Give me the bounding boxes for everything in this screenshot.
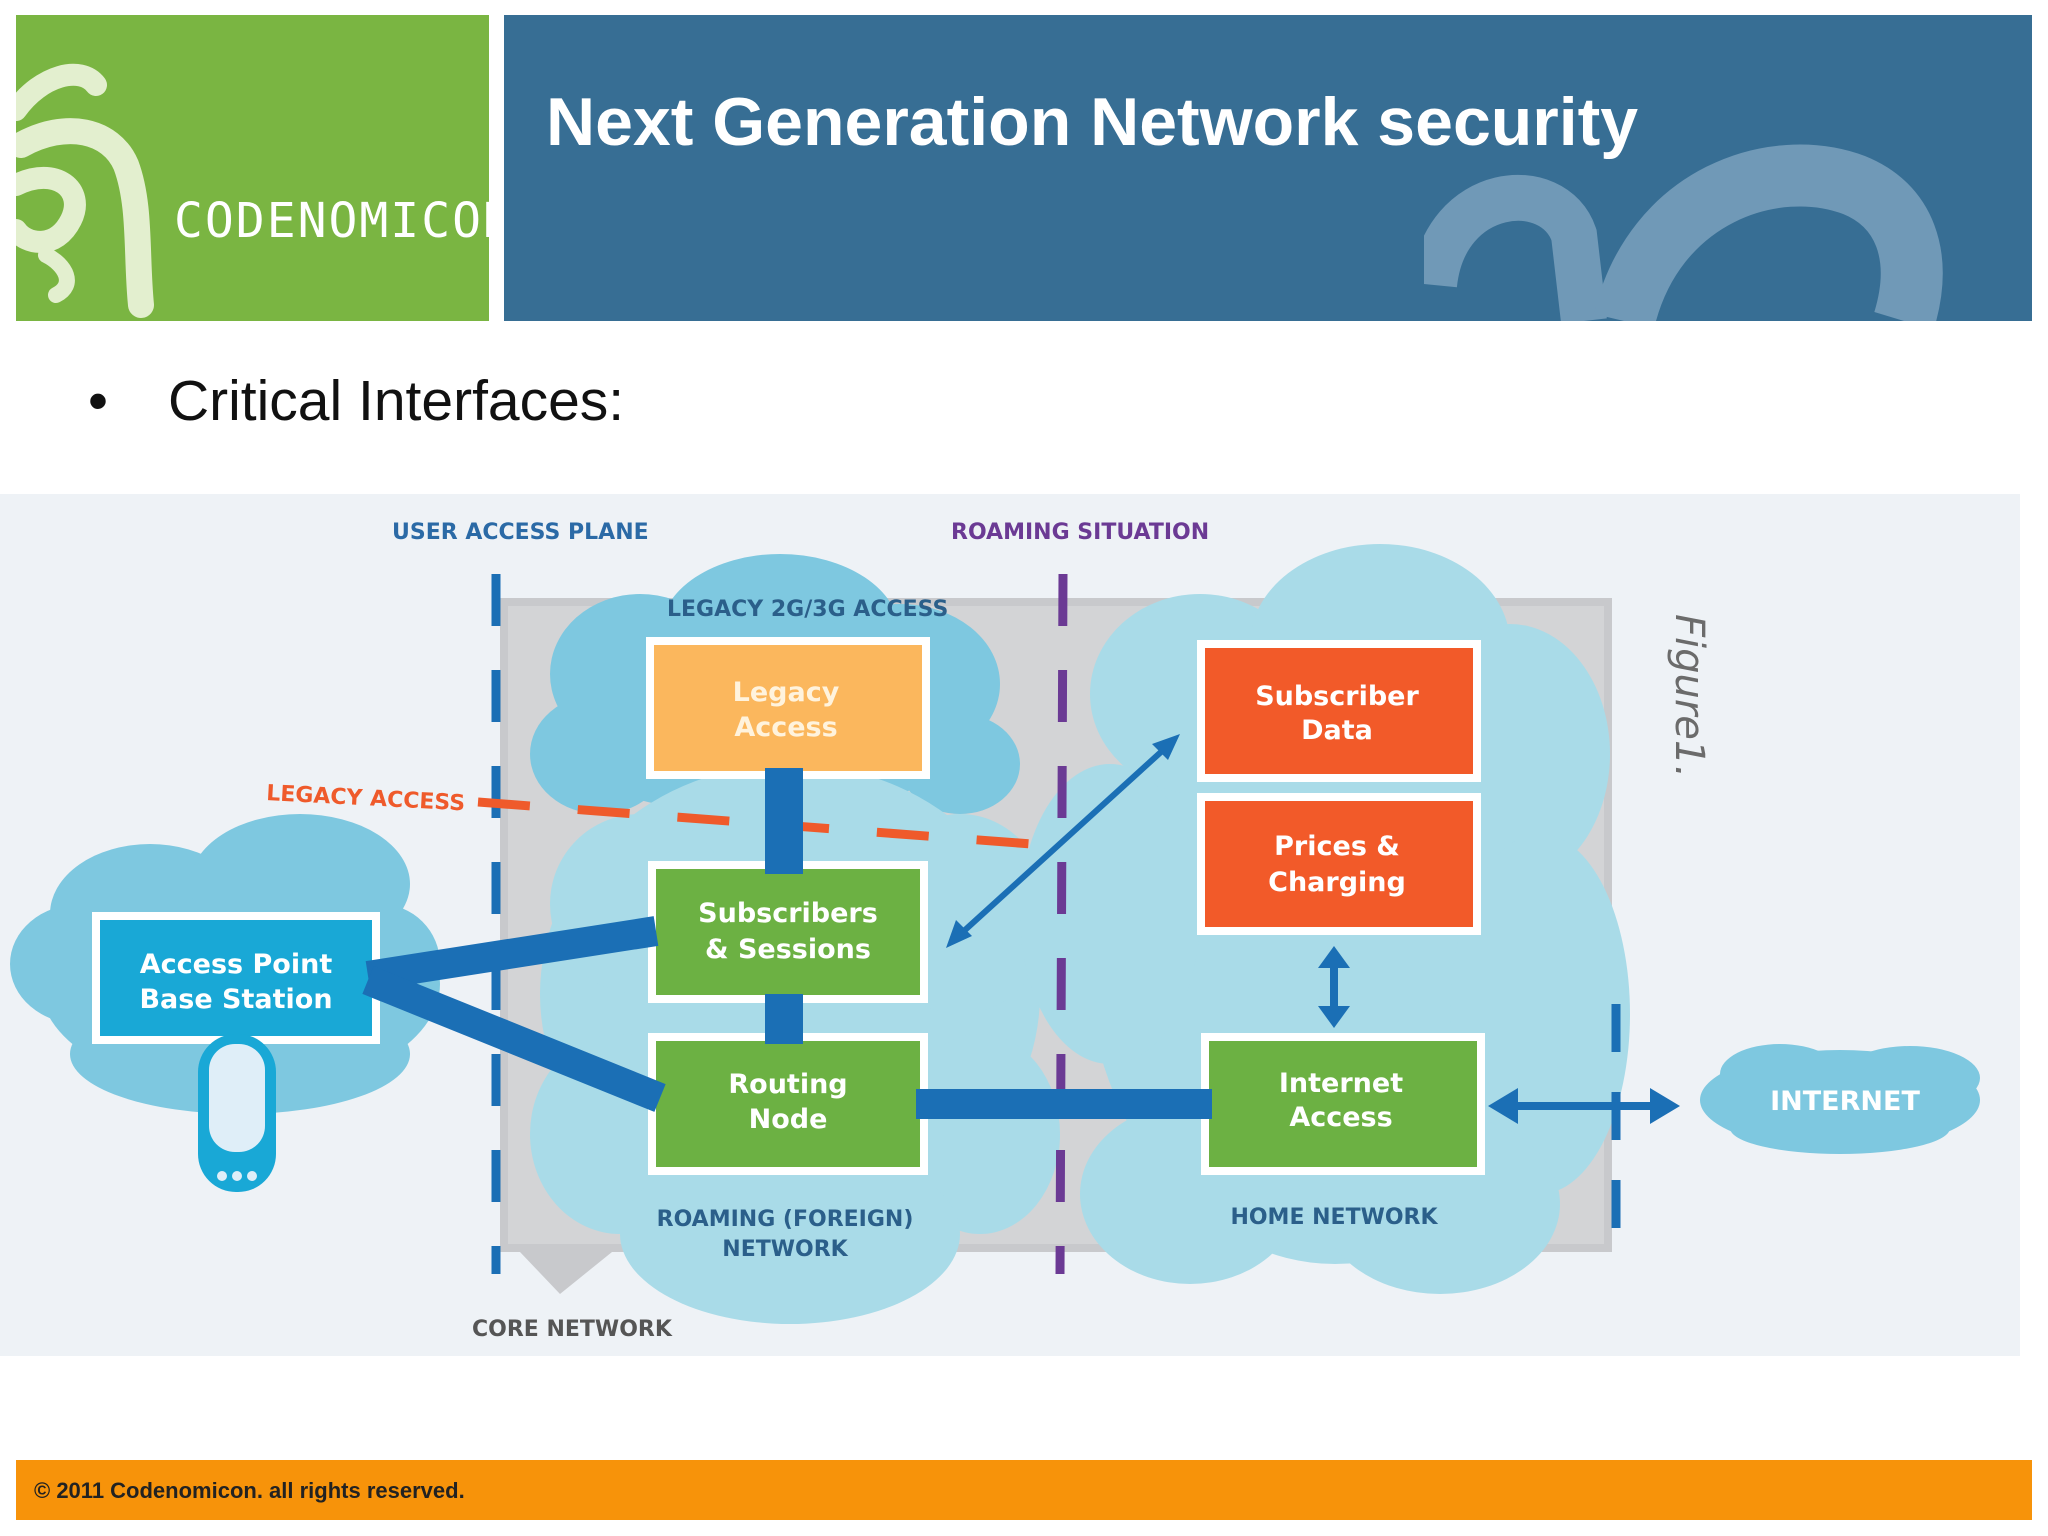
node-subscriber-data-label-2: Data [1301,715,1373,746]
roaming-foreign-network-label-2: NETWORK [722,1237,848,1262]
node-routing-label-2: Node [749,1104,828,1135]
node-internet-access-label-2: Access [1289,1102,1392,1133]
bullet-marker: • [88,369,108,433]
copyright-text: © 2011 Codenomicon. all rights reserved. [34,1478,465,1503]
node-subscribers-sessions-label-1: Subscribers [698,898,878,929]
node-subscribers-sessions-label-2: & Sessions [705,934,871,965]
node-subscriber-data-label-1: Subscriber [1255,681,1419,712]
bullet-item: • Critical Interfaces: [88,368,624,434]
link-ap-routing [362,966,666,1112]
node-prices-charging-label-1: Prices & [1274,831,1400,862]
internet-cloud [1700,1044,1980,1154]
node-prices-charging-label-2: Charging [1268,867,1406,898]
roaming-situation-label: ROAMING SITUATION [951,520,1209,545]
link-ap-sessions [365,916,659,991]
node-legacy-access-label-2: Access [734,712,837,743]
node-subscribers-sessions[interactable] [648,861,928,1003]
roaming-situation-line [1055,573,1068,1275]
node-legacy-access-label-1: Legacy [733,677,840,708]
arrowhead-internet-right [1650,1088,1680,1124]
node-access-point-label-1: Access Point [140,949,333,980]
mobile-device-icon [198,1034,276,1192]
node-prices-charging[interactable] [1197,793,1481,935]
codenomicon-logo-icon [16,63,154,318]
arrowhead-internet-left [1488,1088,1518,1124]
arrowhead-sessions [946,920,972,948]
node-access-point[interactable] [92,912,380,1044]
page-title: Next Generation Network security [546,84,1639,160]
banner-watermark-icon [1424,144,1943,321]
node-internet-access-label-1: Internet [1279,1068,1403,1099]
node-internet-access[interactable] [1201,1033,1485,1175]
roaming-foreign-network-label-1: ROAMING (FOREIGN) [657,1207,914,1232]
node-access-point-label-2: Base Station [139,984,332,1015]
logo-wordmark: CODENOMICON [174,193,489,249]
logo-panel: CODENOMICON [16,15,489,321]
legacy-2g3g-access-label: LEGACY 2G/3G ACCESS [667,597,948,622]
node-routing-label-1: Routing [728,1069,847,1100]
arrowhead-subscriber [1152,734,1180,760]
arrowhead-charging-up [1318,946,1350,968]
link-subscriber-sessions [951,739,1175,943]
node-legacy-access[interactable] [646,637,930,779]
home-network-label: HOME NETWORK [1230,1205,1438,1230]
node-subscriber-data[interactable] [1197,640,1481,782]
internet-label: INTERNET [1770,1086,1920,1117]
arrowhead-charging-down [1318,1006,1350,1028]
core-network-label: CORE NETWORK [472,1317,673,1342]
network-diagram: Legacy Access Subscriber Data Prices & C… [0,494,2020,1356]
user-access-plane-label: USER ACCESS PLANE [392,520,649,545]
figure-caption: Figure1. [1666,614,1712,778]
footer-bar: © 2011 Codenomicon. all rights reserved. [16,1460,2032,1520]
bullet-text: Critical Interfaces: [168,369,625,433]
title-banner: Next Generation Network security [504,15,2032,321]
